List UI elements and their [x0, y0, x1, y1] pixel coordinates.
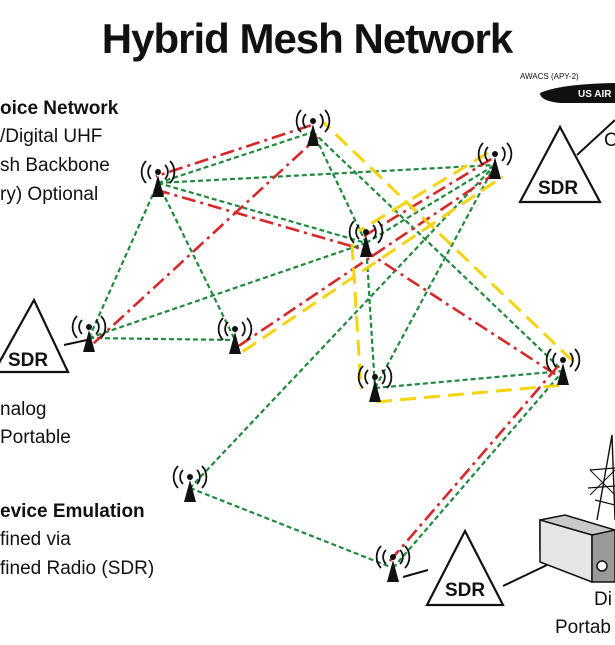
link-red-dash-dot-n9-n10	[386, 365, 559, 565]
analog-label: nalog	[0, 399, 47, 420]
link-red-dash-dot-n6-n4	[361, 157, 493, 239]
awacs-aircraft-icon: US AIR	[540, 83, 615, 103]
aircraft-fuselage-text: US AIR	[578, 89, 612, 100]
link-green-dashed-n8-n10	[189, 486, 394, 570]
link-green-dashed-n6-n7	[374, 164, 496, 389]
sdr-left-triangle: SDR	[0, 297, 70, 374]
link-green-dashed-n1-n2	[87, 182, 160, 339]
portable-radio-icon	[539, 514, 615, 584]
link-yellow-long-dash-n6-n4	[357, 151, 489, 233]
sdr-bottom-triangle: SDR	[425, 528, 505, 607]
aircraft-caption: AWACS (APY-2)	[520, 72, 579, 81]
radio-tower-icon	[140, 160, 176, 197]
link-green-dashed-n1-n4	[88, 241, 367, 340]
link-green-dashed-n4-n6	[365, 164, 496, 244]
voice-network-label: oice Network	[0, 98, 119, 119]
link-green-dashed-n2-n6	[157, 163, 496, 185]
emulation-defined-label: fined via	[0, 529, 71, 550]
device-emulation-label: evice Emulation	[0, 501, 145, 522]
link-green-dashed-n2-n5	[157, 182, 236, 341]
link-green-dashed-n3-n9	[312, 131, 564, 372]
sdr-top-right-label: SDR	[538, 178, 578, 199]
link-green-dashed-n1-n5	[88, 336, 236, 342]
radio-tower-icon	[477, 142, 513, 179]
sdr-left-label: SDR	[8, 350, 48, 371]
sdr-bottom-label: SDR	[445, 580, 485, 601]
diagram-title: Hybrid Mesh Network	[102, 15, 514, 62]
digital-portable-label: Portab	[555, 617, 611, 638]
emulation-sdr-label: fined Radio (SDR)	[0, 558, 154, 579]
sdr-top-right-connector	[576, 119, 615, 156]
analog-portable-label: Portable	[0, 427, 71, 448]
link-yellow-long-dash-n9-n3	[321, 120, 574, 362]
link-green-dashed-n6-n8	[189, 164, 496, 489]
link-red-dash-dot-n5-n6	[238, 169, 500, 347]
voice-network-optional-label: ry) Optional	[0, 184, 98, 205]
portable-radio-connector	[502, 564, 548, 587]
links-layer	[87, 120, 574, 570]
radio-tower-icon	[357, 365, 393, 402]
voice-network-backbone-label: sh Backbone	[0, 155, 110, 176]
link-yellow-long-dash-n4-n7	[350, 243, 363, 389]
voice-network-uhf-label: /Digital UHF	[0, 126, 102, 147]
link-red-dash-dot-n4-n9	[361, 247, 560, 378]
radio-tower-icon	[545, 348, 581, 385]
sdr-bottom-connector	[402, 569, 429, 578]
link-green-dashed-n2-n3	[157, 130, 314, 185]
link-green-dashed-n2-n4	[157, 181, 367, 245]
sdr-top-right-triangle: SDR	[518, 124, 602, 204]
link-yellow-long-dash-n7-n9	[376, 383, 565, 404]
link-green-dashed-n4-n3	[312, 131, 367, 244]
link-green-dashed-n10-n9	[392, 370, 564, 569]
radio-tower-icon	[217, 317, 253, 354]
link-red-dash-dot-n2-n4	[155, 188, 365, 251]
radio-tower-icon	[172, 465, 208, 502]
radio-tower-icon	[348, 220, 384, 257]
radio-tower-icon	[295, 109, 331, 146]
link-red-dash-dot-n1-n3	[92, 136, 319, 345]
radio-tower-icon	[375, 545, 411, 582]
c-fragment-label: C	[604, 130, 615, 151]
antenna-tower-icon	[587, 434, 615, 521]
link-green-dashed-n7-n9	[374, 369, 564, 390]
radio-tower-icon	[71, 315, 107, 352]
digital-label: Di	[594, 589, 612, 610]
link-red-dash-dot-n3-n2	[155, 124, 312, 178]
link-yellow-long-dash-n5-n6	[241, 175, 504, 353]
nodes-layer	[71, 109, 581, 582]
sdr-left-connector	[63, 339, 88, 346]
